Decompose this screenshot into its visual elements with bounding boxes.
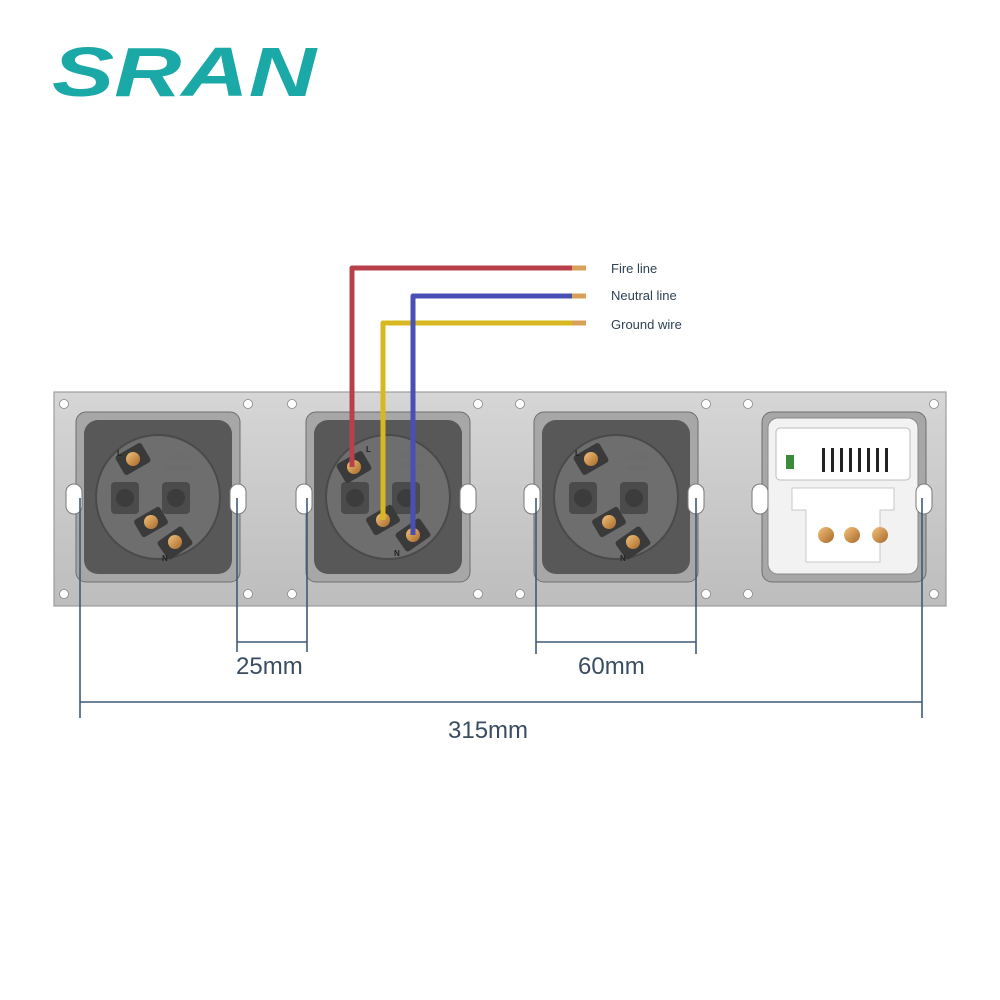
socket-module-1: L N 16/250~ 50/60Hz (65, 411, 247, 583)
dimension-gap-label: 25mm (236, 653, 303, 680)
dimension-gap (236, 498, 308, 652)
socket-module-3: L N 16/250~ 50/60Hz (523, 411, 705, 583)
brand-name: SRAN (52, 38, 318, 108)
usb-terminal-3 (872, 527, 888, 543)
wire-fire (349, 265, 586, 467)
terminal-earth-1 (134, 506, 168, 538)
socket-rating-3b: 50/60Hz (626, 465, 653, 472)
wire-neutral (410, 293, 586, 535)
dimension-total (79, 498, 923, 718)
wire-label-neutral: Neutral line (611, 288, 677, 303)
dimension-module-label: 60mm (578, 653, 645, 680)
terminal-n-3 (615, 526, 651, 560)
pin-label-n: N (162, 554, 168, 563)
terminal-earth-3 (592, 506, 626, 538)
socket-rating-1: 16/250~ (166, 455, 192, 462)
pin-label-l: L (366, 445, 371, 454)
usb-terminal-2 (844, 527, 860, 543)
pin-label-l: L (117, 449, 122, 458)
terminal-l-3 (573, 443, 609, 475)
socket-rating-3: 16/250~ (626, 455, 652, 462)
usb-terminal-1 (818, 527, 834, 543)
pin-label-l: L (575, 449, 580, 458)
terminal-n-1 (157, 526, 193, 560)
sran-logo: SRAN (52, 38, 318, 108)
usb-module (751, 411, 933, 583)
socket-module-2: L N 16/250~ 50/60Hz (295, 411, 477, 583)
dimension-module (535, 498, 697, 654)
wire-label-fire: Fire line (611, 261, 657, 276)
dimension-total-label: 315mm (448, 717, 528, 744)
usb-vent-slots (822, 448, 888, 472)
socket-rating-1b: 50/60Hz (166, 465, 193, 472)
pin-label-n: N (620, 554, 626, 563)
wire-ground (380, 320, 586, 520)
terminal-l-1 (115, 443, 151, 475)
pin-label-n: N (394, 549, 400, 558)
wire-label-ground: Ground wire (611, 317, 682, 332)
